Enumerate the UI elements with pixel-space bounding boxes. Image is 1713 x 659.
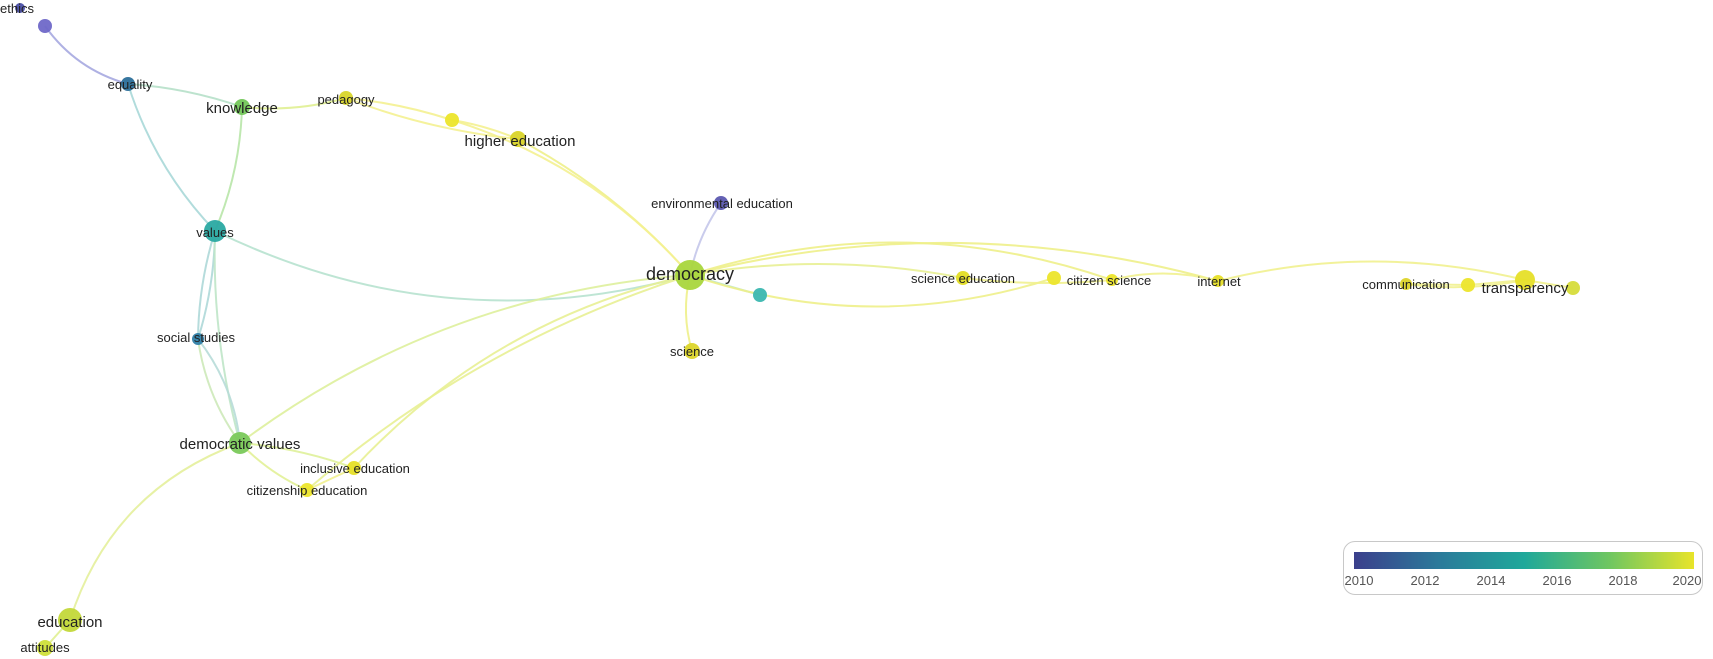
link-edge <box>689 241 1219 282</box>
link-edge <box>197 338 241 444</box>
keyword-node[interactable] <box>192 333 204 345</box>
link-edge <box>214 106 243 232</box>
keyword-node[interactable] <box>339 91 353 105</box>
keyword-node[interactable] <box>675 260 705 290</box>
keyword-label: higher education <box>465 133 576 150</box>
link-edge <box>451 119 691 276</box>
link-edge <box>44 25 129 85</box>
link-edge <box>127 83 216 232</box>
keyword-node[interactable] <box>300 483 314 497</box>
keyword-node[interactable] <box>753 288 767 302</box>
keyword-node[interactable] <box>38 19 52 33</box>
link-edge <box>239 274 691 444</box>
keyword-label: inclusive education <box>300 461 410 476</box>
legend-tick: 2018 <box>1608 573 1638 588</box>
keyword-node[interactable] <box>684 343 700 359</box>
keyword-node[interactable] <box>58 608 82 632</box>
link-edge <box>214 230 691 302</box>
keyword-node[interactable] <box>1461 278 1475 292</box>
link-edge <box>1111 272 1219 282</box>
legend-tick: 2012 <box>1410 573 1440 588</box>
legend-tick: 2010 <box>1344 573 1374 588</box>
keyword-label: citizen science <box>1067 273 1152 288</box>
keyword-node[interactable] <box>1400 278 1412 290</box>
keyword-label: internet <box>1197 274 1241 289</box>
link-edge <box>689 274 1055 308</box>
legend-color-gradient <box>1354 552 1694 569</box>
keyword-label: environmental education <box>651 196 793 211</box>
year-color-legend: 2010 2012 2014 2016 2018 2020 <box>1343 541 1703 595</box>
keyword-label: pedagogy <box>317 92 375 107</box>
keyword-node[interactable] <box>1566 281 1580 295</box>
keyword-node[interactable] <box>956 271 970 285</box>
keyword-node[interactable] <box>445 113 459 127</box>
legend-tick: 2014 <box>1476 573 1506 588</box>
keyword-node[interactable] <box>15 3 25 13</box>
keyword-node[interactable] <box>1047 271 1061 285</box>
keyword-node[interactable] <box>1515 270 1535 290</box>
keyword-node[interactable] <box>37 640 53 656</box>
keyword-label: democracy <box>646 264 734 284</box>
legend-tick: 2020 <box>1672 573 1702 588</box>
keyword-node[interactable] <box>714 196 728 210</box>
link-edge <box>197 230 216 340</box>
keyword-label: equality <box>108 77 153 92</box>
legend-tick: 2016 <box>1542 573 1572 588</box>
keyword-node[interactable] <box>229 432 251 454</box>
link-edge <box>69 442 241 621</box>
link-edge <box>353 274 691 469</box>
link-edge <box>127 83 243 108</box>
keyword-label: citizenship education <box>247 483 368 498</box>
keyword-label: education <box>37 614 102 631</box>
link-edge <box>345 97 453 121</box>
keyword-label: communication <box>1362 277 1449 292</box>
keyword-node[interactable] <box>1106 274 1118 286</box>
keyword-label: science education <box>911 271 1015 286</box>
keyword-node[interactable] <box>204 220 226 242</box>
keyword-label: values <box>196 225 234 240</box>
keyword-node[interactable] <box>347 461 361 475</box>
link-edge <box>241 97 347 110</box>
link-edge <box>689 241 1113 281</box>
keyword-label: transparency <box>1482 280 1569 297</box>
keyword-node[interactable] <box>234 99 250 115</box>
keyword-label: social studies <box>157 330 236 345</box>
keyword-node[interactable] <box>1212 275 1224 287</box>
keyword-label: knowledge <box>206 100 278 117</box>
link-edge <box>689 262 964 279</box>
link-edge <box>197 338 241 444</box>
keyword-label: ethics <box>0 1 34 16</box>
keyword-label: democratic values <box>180 436 301 453</box>
keyword-label: attitudes <box>20 640 70 655</box>
keyword-node[interactable] <box>510 131 526 147</box>
network-nodes: ethics equality knowledge pedagogy higher ed… <box>0 1 1580 656</box>
link-edge <box>1217 260 1526 282</box>
link-edge <box>197 230 216 340</box>
link-edge <box>213 230 241 444</box>
link-edge <box>239 442 355 469</box>
link-edge <box>306 274 691 491</box>
keyword-label: science <box>670 344 714 359</box>
keyword-node[interactable] <box>121 77 135 91</box>
link-edge <box>962 277 1113 285</box>
